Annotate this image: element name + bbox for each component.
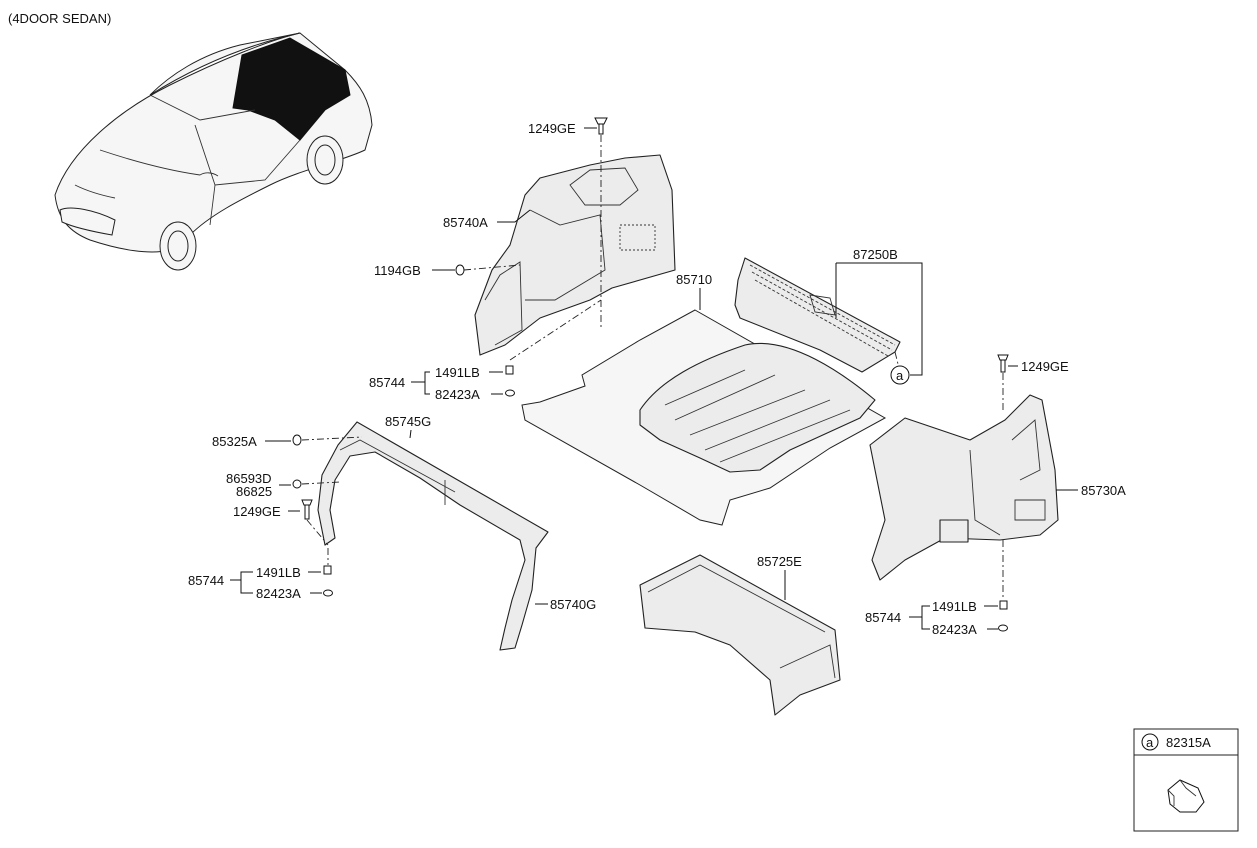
inset-box-82315A: a 82315A [1133, 728, 1239, 832]
label-86593D: 86593D [226, 471, 272, 486]
label-82423A-lower: 82423A [256, 586, 301, 601]
label-82423A-left: 82423A [435, 387, 480, 402]
part-85745G-85740G-wheel-arch-trim [317, 421, 549, 651]
washer-82423A-left [505, 389, 515, 397]
label-1249GE-top: 1249GE [528, 121, 576, 136]
label-85744-lower: 85744 [188, 573, 224, 588]
fastener-86593D [292, 479, 302, 489]
label-85740G: 85740G [550, 597, 596, 612]
washer-82423A-lower [323, 589, 333, 597]
label-86825: 86825 [236, 484, 272, 499]
label-85730A: 85730A [1081, 483, 1126, 498]
fastener-1491LB-left [505, 365, 514, 375]
leader-86593D [301, 481, 341, 485]
label-1194GB: 1194GB [374, 263, 421, 278]
part-85725E-luggage-tray [639, 554, 841, 716]
label-87250B: 87250B [853, 247, 898, 262]
part-85740A-left-trunk-trim [474, 154, 676, 356]
leader-lines [230, 127, 1078, 630]
callout-a-text: a [896, 368, 904, 383]
label-82423A-right: 82423A [932, 622, 977, 637]
label-85710: 85710 [676, 272, 712, 287]
callout-a-circle [890, 365, 910, 385]
label-1491LB-right: 1491LB [932, 599, 977, 614]
label-1491LB-lower: 1491LB [256, 565, 301, 580]
label-85744-right: 85744 [865, 610, 901, 625]
fastener-1249GE-top [594, 117, 608, 135]
label-1249GE-right: 1249GE [1021, 359, 1069, 374]
inset-marker: a [1146, 735, 1154, 750]
fastener-85325A [292, 434, 302, 446]
label-1249GE-left: 1249GE [233, 504, 281, 519]
washer-82423A-right [998, 624, 1008, 632]
fastener-1194GB [455, 264, 465, 276]
fastener-1491LB-right [999, 600, 1008, 610]
label-85725E: 85725E [757, 554, 802, 569]
sedan-illustration [54, 32, 373, 271]
label-85325A: 85325A [212, 434, 257, 449]
leader-clip-left [509, 299, 602, 361]
label-1491LB-left: 1491LB [435, 365, 480, 380]
fastener-1249GE-left [301, 499, 313, 520]
inset-part-number: 82315A [1166, 735, 1211, 750]
label-85740A: 85740A [443, 215, 488, 230]
part-85730A-right-trunk-trim [869, 394, 1059, 581]
part-85710-trunk-floor-covering [521, 309, 887, 526]
label-85745G: 85745G [385, 414, 431, 429]
leader-85325A [301, 436, 363, 441]
leader-1249GE-left [306, 519, 329, 546]
label-85744-left: 85744 [369, 375, 405, 390]
clip-82315A-icon [1167, 779, 1205, 813]
part-87250B-trunk-sill-trim [734, 257, 901, 373]
fastener-1249GE-right [997, 354, 1009, 373]
fastener-1491LB-lower [323, 565, 332, 575]
trunk-highlight-shape [232, 37, 351, 141]
diagram-title: (4DOOR SEDAN) [8, 11, 111, 26]
leader-1194GB [463, 264, 521, 271]
